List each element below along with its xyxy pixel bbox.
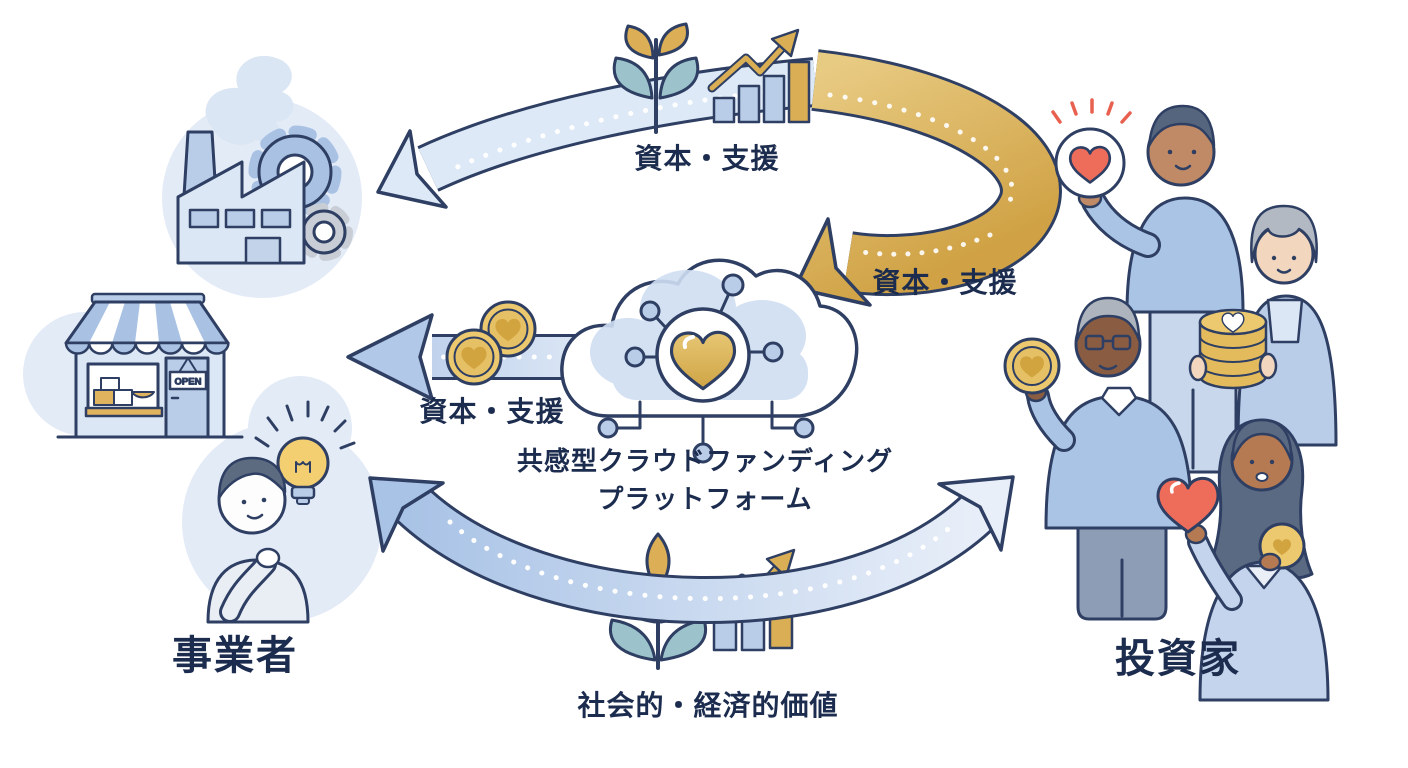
red-heart-icon [1156, 477, 1220, 534]
investor-actor-label: 投資家 [1115, 637, 1241, 681]
rising-bar-chart-icon-top [707, 28, 811, 124]
platform-label: 共感型クラウドファンディング プラットフォーム [517, 443, 893, 518]
investors-group [1003, 98, 1338, 702]
cloud-network-icon [560, 258, 859, 464]
platform-label-line1: 共感型クラウドファンディング [516, 446, 894, 476]
glasses [1084, 334, 1105, 351]
awning [66, 302, 228, 343]
arrowhead-mid [346, 313, 434, 401]
growth-plant-icon-top [612, 22, 700, 134]
platform-label-line2: プラットフォーム [597, 483, 813, 514]
flow-arrow-bottom-value [368, 475, 1015, 625]
flow-label-gold-capital: 資本・支援 [872, 267, 1018, 298]
arrowhead-gold [793, 217, 872, 307]
heart-badge-icon [1051, 98, 1132, 199]
shelf [84, 406, 164, 418]
factory-icon [176, 55, 353, 265]
storefront-icon: OPEN [56, 292, 244, 439]
arrowhead-bottom-left [368, 476, 445, 553]
arrowhead-left [376, 129, 448, 209]
bowl [131, 391, 155, 399]
hand [255, 547, 281, 569]
smoke [205, 55, 294, 145]
flow-arrow-gold-capital [793, 49, 1062, 307]
hair [1075, 296, 1141, 342]
shop-open-sign: OPEN [175, 377, 202, 388]
coin-stack-icon [1198, 308, 1268, 390]
lightbulb-icon [254, 400, 356, 505]
flow-label-bottom-value: 社会的・経済的価値 [577, 690, 839, 721]
hair [1147, 104, 1216, 148]
open-sign [168, 370, 208, 391]
flow-label-mid-capital: 資本・支援 [419, 396, 565, 427]
thinking-person-icon [206, 400, 356, 624]
person-hair [217, 456, 287, 500]
investor-young-woman [1156, 418, 1330, 702]
investor-elderly-woman [1188, 204, 1338, 447]
business-actor-label: 事業者 [172, 634, 298, 678]
gold-heart-icon [669, 330, 737, 391]
investor-older-man [1003, 296, 1194, 621]
heart-coin-icon [445, 300, 537, 386]
arrowhead-bottom-right [937, 475, 1015, 552]
hair-front [1231, 418, 1293, 462]
heart-coin-icon [1003, 337, 1061, 395]
flow-label-top-capital: 資本・支援 [634, 143, 780, 174]
hair [1250, 204, 1318, 264]
